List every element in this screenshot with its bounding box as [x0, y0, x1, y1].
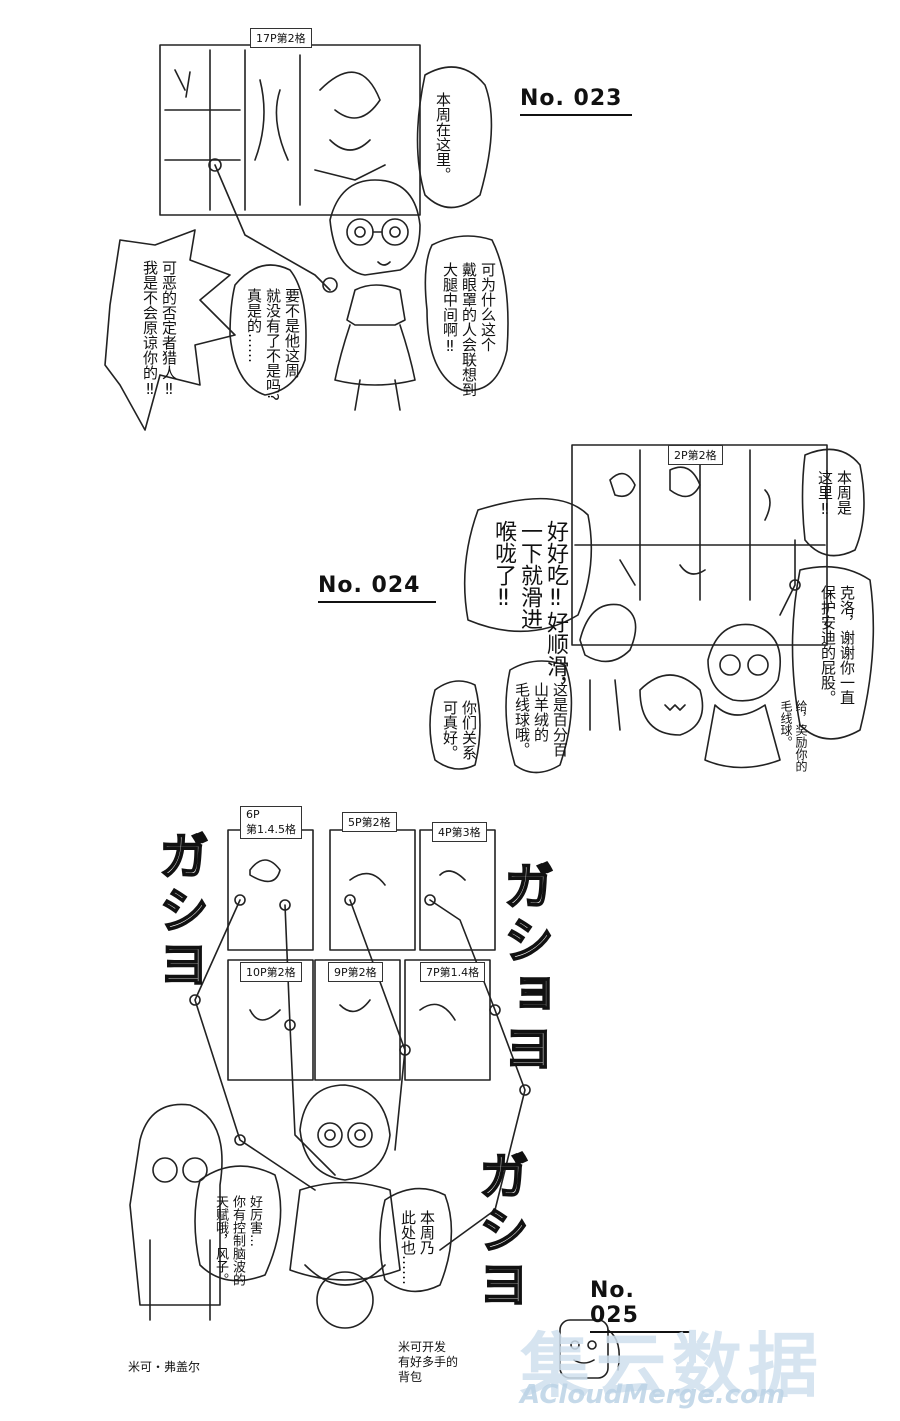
heading-rule: [520, 114, 632, 116]
watermark-english: ACloudMerge.com: [520, 1380, 786, 1410]
episode-heading-025: No. 025: [590, 1278, 690, 1333]
speech-bubble-why: 可为什么这个 戴眼罩的人会联想到 大腿中间啊‼: [441, 262, 497, 397]
sound-effect-right-bottom: ガシヨ: [470, 1149, 530, 1313]
watermark-chinese: 集云数据: [520, 1325, 824, 1407]
panel-label: 4P第3格: [432, 822, 487, 842]
sound-effect-right-top: ガショヨ: [495, 859, 555, 1077]
speech-bubble-this-week: 本周在这里。: [434, 92, 452, 182]
speech-bubble-relationship: 你们关系 可真好。: [441, 700, 478, 760]
speech-bubble-reward: 给，奖励你的 毛线球。: [779, 700, 808, 772]
panel-label: 6P 第1.4.5格: [240, 806, 302, 839]
panel-label: 17P第2格: [250, 28, 312, 48]
episode-heading-text: No. 023: [520, 86, 623, 111]
speech-bubble-amazing: 好厉害… 你有控制脑波的 天赋哦，风子。: [213, 1195, 262, 1286]
speech-bubble-wool: 这是百分百 山羊绒的 毛线球哦。: [513, 682, 569, 757]
caption-backpack: 米可开发 有好多手的 背包: [398, 1340, 459, 1384]
episode-heading-text: No. 025: [590, 1278, 639, 1328]
speech-bubble-if-not: 要不是他这周 就没有了不是吗? 真是的……: [245, 288, 301, 401]
caption-character-name: 米可・弗盖尔: [128, 1360, 201, 1374]
speech-bubble-delicious: 好好吃‼好顺滑， 一下就滑进 喉咙了‼: [491, 520, 568, 699]
episode-heading-024: No. 024: [318, 573, 436, 603]
panel-label: 9P第2格: [328, 962, 383, 982]
sound-effect-left: ガシヨ: [150, 829, 210, 993]
speech-bubble-hunter: 可恶的否定者猎人‼ 我是不会原谅你的‼: [141, 260, 178, 398]
heading-rule: [590, 1331, 690, 1333]
heading-rule: [318, 601, 436, 603]
panel-label: 2P第2格: [668, 445, 723, 465]
speech-bubble-this-week: 本周是 这里‼: [816, 470, 853, 518]
panel-label: 7P第1.4格: [420, 962, 486, 982]
episode-heading-text: No. 024: [318, 573, 421, 598]
speech-bubble-this-week: 本周乃 此处也……: [399, 1210, 436, 1285]
panel-label: 5P第2格: [342, 812, 397, 832]
episode-heading-023: No. 023: [520, 86, 632, 116]
panel-label: 10P第2格: [240, 962, 302, 982]
speech-bubble-thanks: 克洛，谢谢你一直 保护安迪的屁股。: [819, 585, 856, 705]
